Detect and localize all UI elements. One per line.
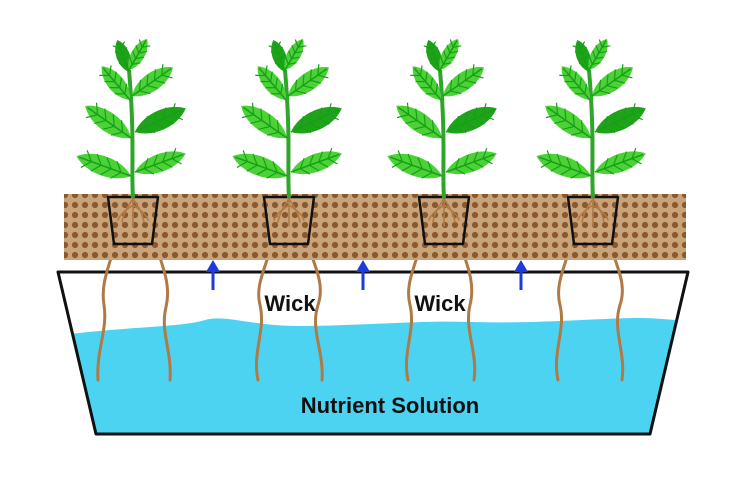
leaf — [284, 38, 307, 71]
arrow-up-icon — [206, 260, 220, 290]
stem — [587, 69, 595, 199]
net-pot — [106, 195, 160, 246]
leaf — [290, 148, 342, 175]
leaf — [445, 148, 497, 175]
leaf — [99, 65, 131, 101]
leaf — [232, 150, 288, 179]
leaf — [594, 103, 646, 134]
leaf — [594, 148, 646, 175]
leaf — [588, 38, 611, 71]
plant-1 — [76, 38, 186, 199]
leaf — [396, 102, 443, 139]
leaf — [423, 40, 443, 73]
leaf — [241, 102, 288, 139]
leaf — [442, 64, 484, 97]
net-pot — [566, 195, 620, 246]
arrow-up-icon — [514, 260, 528, 290]
leaf — [591, 64, 633, 97]
leaf — [287, 64, 329, 97]
leaf — [445, 103, 497, 134]
plant-3 — [387, 38, 497, 199]
stem — [438, 69, 446, 199]
leaf — [572, 40, 592, 73]
leaf — [112, 40, 132, 73]
wick-label: Wick — [264, 291, 316, 316]
pot-roots — [117, 198, 609, 227]
growing-medium — [64, 194, 686, 260]
growing-medium-tray — [64, 194, 686, 260]
leaf — [387, 150, 443, 179]
leaf — [85, 102, 132, 139]
leaf — [255, 65, 287, 101]
leaf — [290, 103, 342, 134]
nutrient-water — [58, 318, 688, 434]
nutrient-solution-label: Nutrient Solution — [301, 393, 479, 418]
leaf — [128, 38, 151, 71]
leaf — [410, 65, 442, 101]
leaf — [545, 102, 592, 139]
leaf — [536, 150, 592, 179]
leaf — [76, 150, 132, 179]
plant-2 — [232, 38, 342, 199]
leaf — [134, 103, 186, 134]
reservoir-outline — [56, 270, 690, 436]
capillary-arrows — [206, 260, 528, 290]
stem — [283, 69, 291, 199]
leaf — [559, 65, 591, 101]
leaf — [268, 40, 288, 73]
plants — [76, 38, 646, 199]
reservoir — [56, 270, 690, 436]
plant-4 — [536, 38, 646, 199]
wick-label: Wick — [414, 291, 466, 316]
leaf — [131, 64, 173, 97]
net-pot — [417, 195, 471, 246]
arrow-up-icon — [356, 260, 370, 290]
leaf — [134, 148, 186, 175]
leaf — [439, 38, 462, 71]
stem — [127, 69, 135, 199]
net-pots — [106, 195, 620, 246]
net-pot — [262, 195, 316, 246]
